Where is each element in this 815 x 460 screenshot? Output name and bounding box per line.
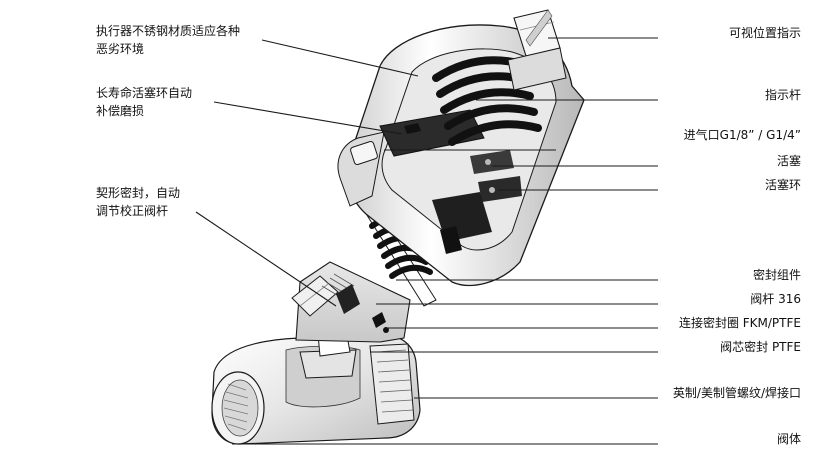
actuator-housing-shape [337,24,585,286]
label-seal-assembly: 密封组件 [752,268,801,282]
label-stem-316: 阀杆 316 [750,292,801,306]
label-line: 调节校正阀杆 [96,204,169,218]
valve-body-shape [211,329,421,445]
label-line: 契形密封，自动 [96,186,181,200]
leader-lines [195,37,658,445]
label-wedge-seal: 契形密封，自动 调节校正阀杆 [96,184,180,220]
label-piston-ring: 活塞环 [764,178,801,192]
label-piston: 活塞 [776,154,801,168]
label-air-inlet: 进气口G1/8” / G1/4” [683,128,801,142]
position-indicator-shape [507,9,567,91]
label-valve-body: 阀体 [776,432,801,446]
label-thread-weld: 英制/美制管螺纹/焊接口 [672,386,801,400]
label-line: 恶劣环境 [96,42,145,56]
label-line: 执行器不锈钢材质适应各种 [96,24,241,38]
label-connection-seal: 连接密封圈 FKM/PTFE [678,316,801,330]
label-line: 补偿磨损 [96,104,145,118]
label-line: 长寿命活塞环自动 [96,86,193,100]
label-indicator-rod: 指示杆 [764,88,801,102]
label-actuator-stainless: 执行器不锈钢材质适应各种 恶劣环境 [96,22,240,58]
label-piston-ring-wear: 长寿命活塞环自动 补偿磨损 [96,84,192,120]
label-position-indicator: 可视位置指示 [728,26,801,40]
label-plug-seal: 阀芯密封 PTFE [720,340,801,354]
main-spring-shape [432,56,542,146]
